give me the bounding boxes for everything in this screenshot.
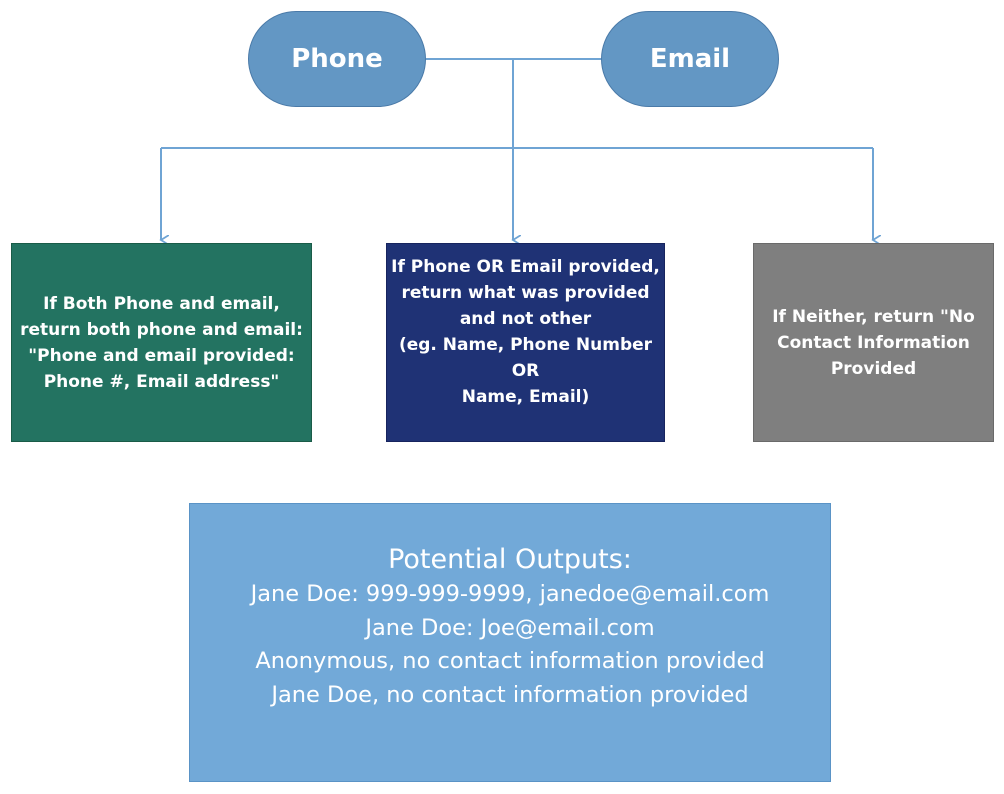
output-line-1: Jane Doe: 999-999-9999, janedoe@email.co… — [250, 581, 770, 607]
outputs-title: Potential Outputs: — [388, 544, 632, 575]
neither-line-2: Contact Information — [777, 332, 970, 353]
both-line-1: If Both Phone and email, — [43, 293, 280, 314]
either-line-1: If Phone OR Email provided, — [391, 257, 660, 277]
potential-outputs-box: Potential Outputs: Jane Doe: 999-999-999… — [189, 503, 831, 782]
email-input-node: Email — [601, 11, 779, 107]
either-line-5: OR — [511, 361, 540, 381]
email-input-label: Email — [649, 44, 731, 74]
either-line-4: (eg. Name, Phone Number — [398, 335, 653, 355]
either-line-6: Name, Email) — [461, 387, 590, 407]
either-line-3: and not other — [459, 309, 592, 329]
output-line-2: Jane Doe: Joe@email.com — [365, 614, 655, 641]
output-line-4: Jane Doe, no contact information provide… — [271, 681, 749, 708]
neither-line-1: If Neither, return "No — [772, 306, 975, 327]
either-provided-box: If Phone OR Email provided, return what … — [386, 243, 665, 442]
output-line-3: Anonymous, no contact information provid… — [255, 648, 765, 674]
phone-input-label: Phone — [291, 44, 383, 74]
phone-input-node: Phone — [248, 11, 426, 107]
both-line-3: "Phone and email provided: — [28, 345, 295, 366]
both-line-4: Phone #, Email address" — [43, 371, 280, 392]
neither-provided-box: If Neither, return "No Contact Informati… — [753, 243, 994, 442]
both-provided-box: If Both Phone and email, return both pho… — [11, 243, 312, 442]
either-line-2: return what was provided — [401, 283, 650, 303]
neither-line-3: Provided — [830, 358, 917, 379]
both-line-2: return both phone and email: — [20, 319, 303, 340]
